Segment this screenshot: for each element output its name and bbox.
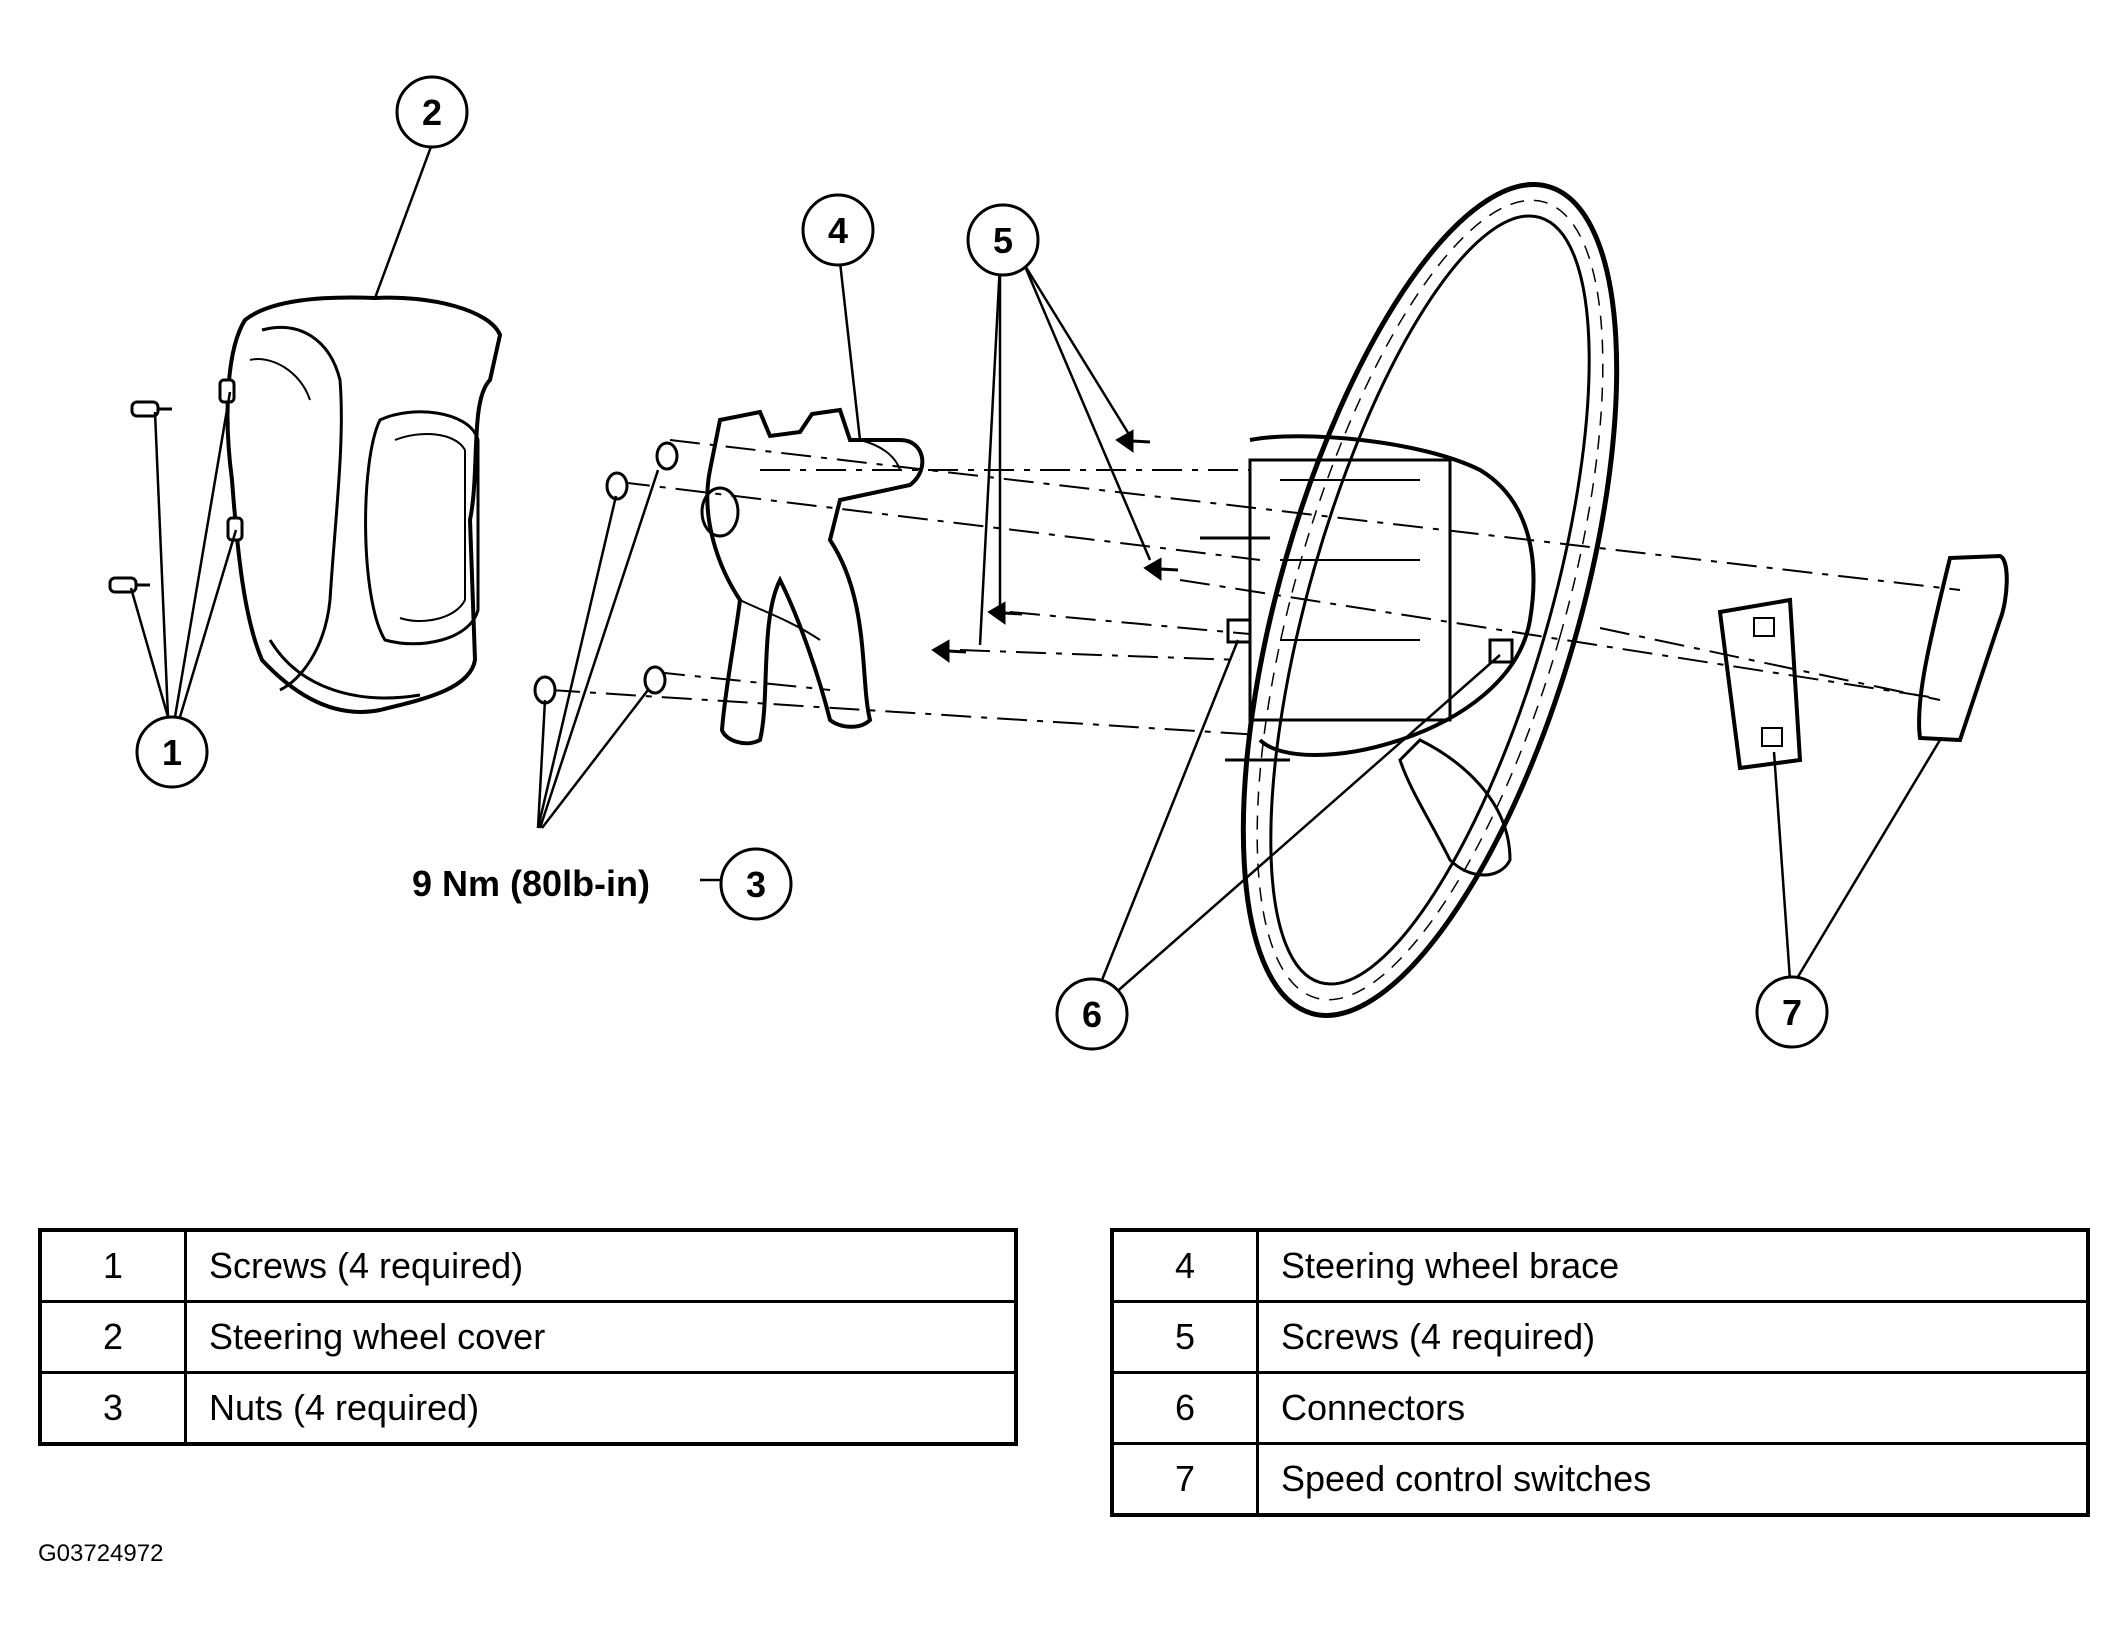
speed-control-switches: [1717, 553, 2009, 771]
svg-text:3: 3: [746, 864, 766, 905]
legend-description: Connectors: [1256, 1371, 2090, 1445]
callout-1: 1: [135, 715, 209, 789]
legend-number: 3: [38, 1371, 187, 1446]
legend-row: 7 Speed control switches: [1110, 1442, 2090, 1517]
svg-text:1: 1: [162, 732, 182, 773]
legend-description: Steering wheel brace: [1256, 1228, 2090, 1303]
svg-text:2: 2: [422, 92, 442, 133]
legend-number: 6: [1110, 1371, 1259, 1445]
steering-wheel-brace: [700, 407, 925, 746]
legend-row: 4 Steering wheel brace: [1110, 1228, 2090, 1303]
cover-screws: [108, 378, 244, 594]
legend-description: Speed control switches: [1256, 1442, 2090, 1517]
brace-screws: [931, 429, 1179, 663]
leader-lines: [129, 143, 1942, 1011]
callout-6: 6: [1055, 977, 1129, 1051]
legend-description: Steering wheel cover: [184, 1300, 1018, 1374]
legend-row: 2 Steering wheel cover: [38, 1300, 1018, 1374]
assembly-centerlines: [549, 439, 1961, 736]
figure-id: G03724972: [38, 1540, 164, 1567]
svg-text:7: 7: [1782, 992, 1802, 1033]
legend-row: 6 Connectors: [1110, 1371, 2090, 1445]
legend-description: Nuts (4 required): [184, 1371, 1018, 1446]
legend-number: 2: [38, 1300, 187, 1374]
callouts: 1 2 3 4 5 6 7: [135, 75, 1829, 1051]
callout-4: 4: [801, 193, 875, 267]
legend-number: 7: [1110, 1442, 1259, 1517]
legend-row: 1 Screws (4 required): [38, 1228, 1018, 1303]
legend-table-left: 1 Screws (4 required) 2 Steering wheel c…: [38, 1228, 1018, 1446]
svg-text:4: 4: [828, 210, 848, 251]
callout-7: 7: [1755, 975, 1829, 1049]
svg-text:6: 6: [1082, 994, 1102, 1035]
brace-nuts: [533, 441, 679, 705]
callout-3: 3: [719, 847, 793, 921]
svg-text:5: 5: [993, 220, 1013, 261]
callout-5: 5: [966, 203, 1040, 277]
legend-number: 5: [1110, 1300, 1259, 1374]
legend-row: 3 Nuts (4 required): [38, 1371, 1018, 1446]
legend-table-right: 4 Steering wheel brace 5 Screws (4 requi…: [1110, 1228, 2090, 1517]
torque-spec-label: 9 Nm (80lb-in): [412, 863, 650, 904]
callout-2: 2: [395, 75, 469, 149]
legend-row: 5 Screws (4 required): [1110, 1300, 2090, 1374]
legend-number: 1: [38, 1228, 187, 1303]
legend-number: 4: [1110, 1228, 1259, 1303]
steering-wheel-cover: [225, 295, 503, 714]
legend-description: Screws (4 required): [1256, 1300, 2090, 1374]
steering-wheel: [1200, 182, 1620, 1018]
legend-description: Screws (4 required): [184, 1228, 1018, 1303]
